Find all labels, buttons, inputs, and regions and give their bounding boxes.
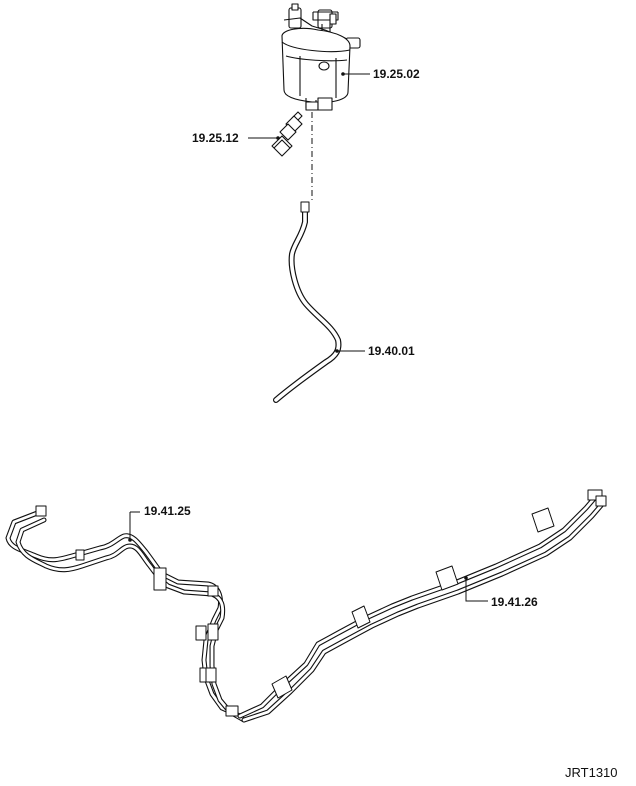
callout-fuel-filter: 19.25.02	[373, 67, 420, 81]
callout-fuel-hose: 19.40.01	[368, 344, 415, 358]
water-sensor	[271, 111, 303, 157]
callout-front-fuel-pipe: 19.41.25	[144, 504, 191, 518]
front-fuel-pipes	[5, 505, 247, 723]
rear-fuel-pipes	[237, 489, 607, 723]
fuel-filter-assembly	[281, 3, 361, 111]
callout-water-sensor: 19.25.12	[192, 131, 239, 145]
figure-id: JRT1310	[565, 765, 618, 780]
leader-dots	[128, 72, 468, 580]
leader-lines	[129, 73, 488, 602]
fuel-hose	[273, 201, 342, 403]
callout-rear-fuel-pipe: 19.41.26	[491, 595, 538, 609]
